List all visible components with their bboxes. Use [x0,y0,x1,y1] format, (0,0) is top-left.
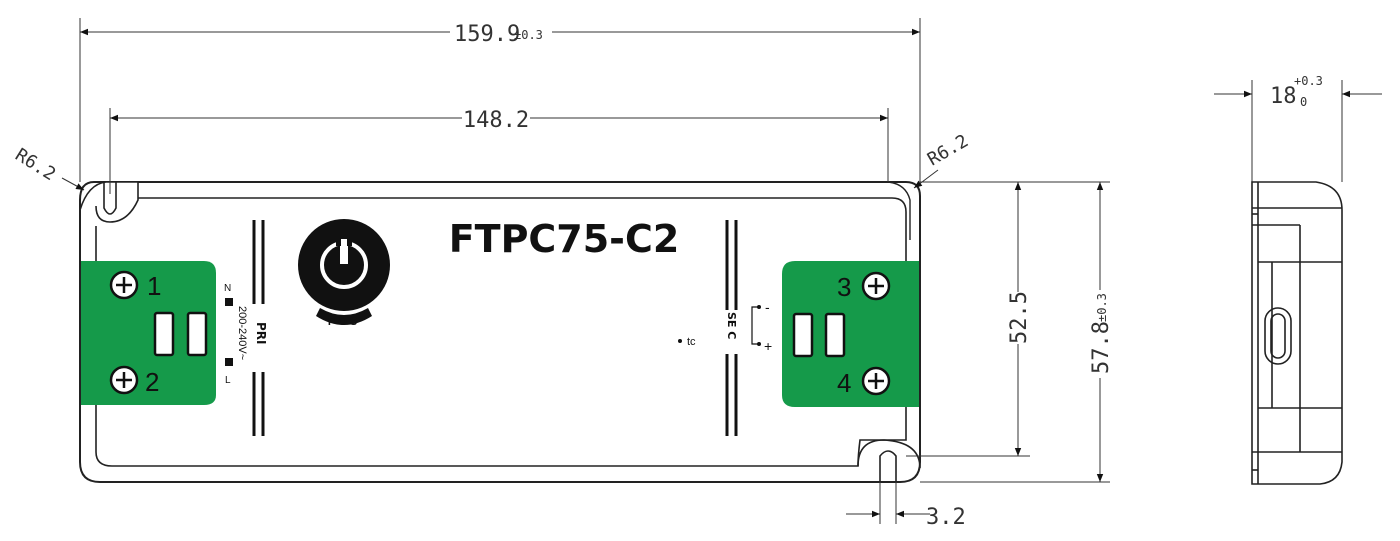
thickness-tol-plus: +0.3 [1294,74,1323,88]
screw-4 [861,366,891,396]
minus-label: - [765,299,770,315]
secondary-label: SE C [725,312,738,339]
pos-knob-icon: POS [298,219,390,328]
tc-dot [678,339,682,343]
terminal-4-label: 4 [837,368,851,398]
secondary-wire-slot-1 [792,312,814,358]
inner-height-value: 52.5 [1007,291,1032,344]
corner-radius-left: R6.2 [11,144,59,185]
hole-pitch-value: 148.2 [463,108,529,133]
side-slot-inner [1270,313,1286,359]
overall-height-value: 57.8 [1089,321,1114,374]
l-label: L [225,375,231,386]
screw-2 [109,365,139,395]
secondary-polarity-bracket [751,306,758,345]
secondary-wire-slot-2 [824,312,846,358]
terminal-3-label: 3 [837,272,851,302]
body-outline [79,181,921,483]
overall-length-value: 159.9 [454,22,520,47]
primary-voltage: 200-240V~ [236,306,248,360]
side-view [1251,181,1343,485]
front-view: 1 2 3 4 N L PRI 200-240V~ POS FTPC75-C2 … [79,181,921,483]
minus-dot [757,305,761,309]
n-label: N [224,283,231,294]
n-marker [225,298,233,306]
thickness-tol-minus: 0 [1300,95,1307,109]
right-top-corner-detail [887,181,911,240]
right-slot-u [879,450,897,482]
left-slot-u [103,182,117,215]
dimension-texts: 159.9 ±0.3 148.2 R6.2 R6.2 52.5 57.8 ±0.… [11,22,1323,530]
right-bottom-slot [857,439,921,469]
side-slot-outer [1264,307,1292,365]
overall-height-tol: ±0.3 [1095,293,1109,322]
terminal-1-label: 1 [147,271,161,301]
secondary-label-bg [722,310,742,354]
plus-dot [757,342,761,346]
primary-wire-slot-2 [186,311,208,357]
dimension-lines [61,18,1382,524]
body-inner-outline [95,197,907,467]
corner-radius-right: R6.2 [924,130,972,170]
thickness-value: 18 [1270,84,1297,109]
left-mounting-slot [79,181,139,223]
pos-label: POS [328,316,360,328]
side-outline [1251,181,1343,485]
screw-3 [861,271,891,301]
tc-label: tc [687,336,696,348]
primary-wire-slot-1 [153,311,175,357]
primary-terminal-block [81,261,216,405]
overall-length-tol: ±0.3 [514,28,543,42]
plus-label: + [764,338,772,354]
slot-width-value: 3.2 [926,505,966,530]
model-title: FTPC75-C2 [449,217,680,261]
terminal-2-label: 2 [145,367,159,397]
screw-1 [109,270,139,300]
primary-label: PRI [254,322,268,345]
primary-label-bg [236,304,270,372]
l-marker [225,358,233,366]
